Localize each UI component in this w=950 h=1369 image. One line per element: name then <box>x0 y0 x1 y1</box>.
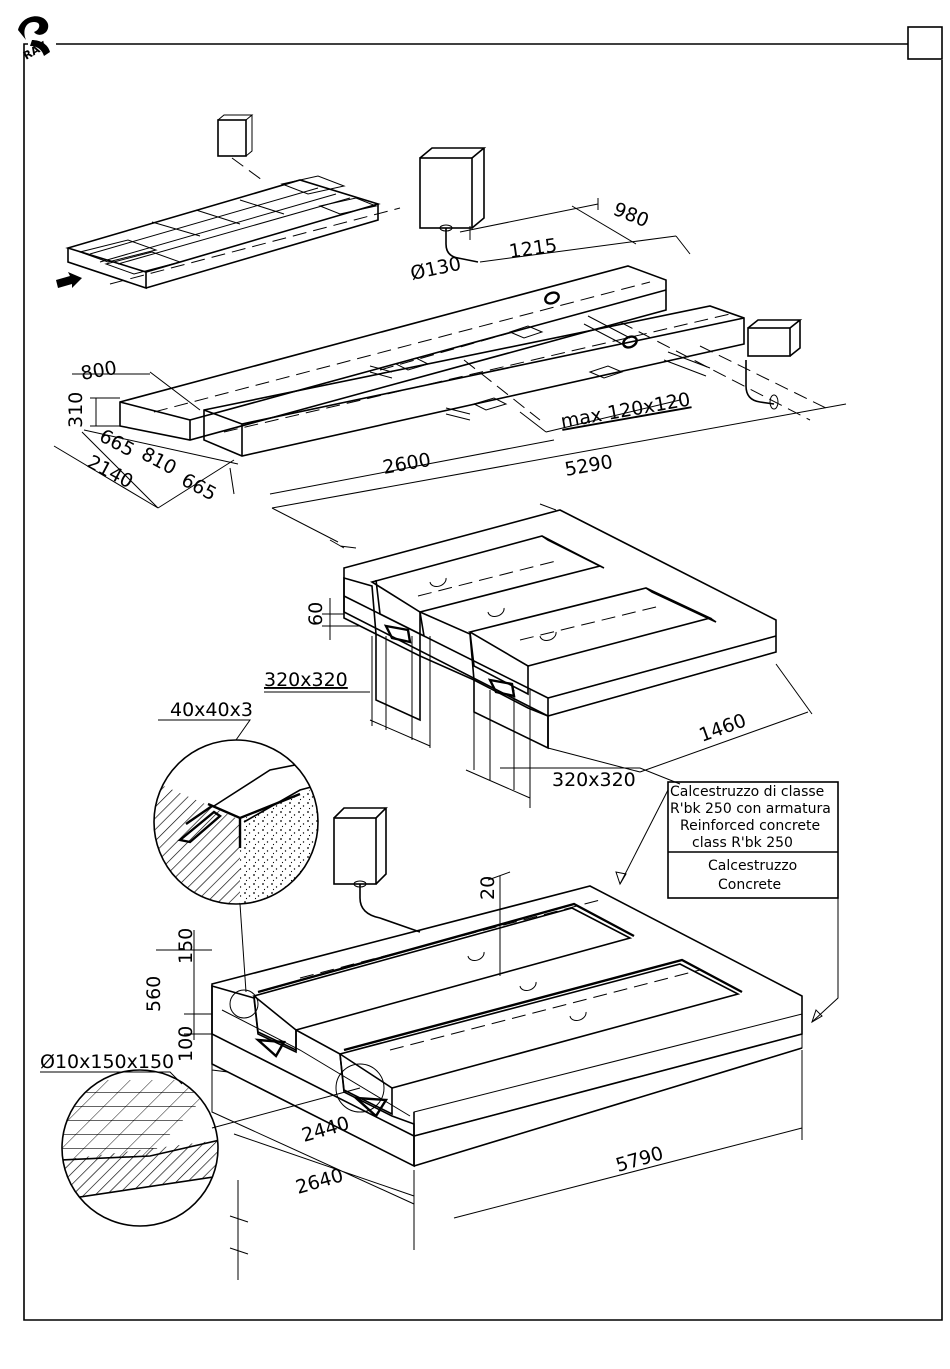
dim-310: 310 <box>65 392 87 428</box>
dim-2440: 2440 <box>299 1112 352 1146</box>
pipe-opening-1 <box>544 291 561 306</box>
lift-thumbnail <box>56 115 400 288</box>
dim-980: 980 <box>610 198 652 232</box>
trench-right <box>204 306 744 456</box>
trench-block-view: 60 320x320 320x320 1460 <box>264 504 812 808</box>
brand-logo: RAV <box>18 16 50 62</box>
dim-560: 560 <box>143 976 165 1012</box>
dim-40x40x3: 40x40x3 <box>170 699 253 721</box>
dim-1460: 1460 <box>696 709 749 746</box>
block-channel-2 <box>470 588 710 666</box>
svg-text:RAV: RAV <box>21 39 49 63</box>
foundation-channel-2 <box>340 964 738 1088</box>
material-legend: Calcestruzzo di classe R'bk 250 con arma… <box>616 782 838 1022</box>
direction-arrow-icon <box>56 272 82 288</box>
dim-800: 800 <box>79 357 119 385</box>
control-box-right <box>746 320 800 409</box>
foundation-channel-1 <box>254 908 630 1030</box>
dim-320x320-a: 320x320 <box>264 669 348 691</box>
dim-150: 150 <box>175 928 197 964</box>
legend-reinforced-en-2: class R'bk 250 <box>692 835 793 851</box>
dim-5790: 5790 <box>613 1142 666 1176</box>
dim-diameter-130: Ø130 <box>408 253 463 285</box>
dim-665-b: 665 <box>178 469 220 505</box>
block-channel-1 <box>372 536 600 612</box>
dim-100: 100 <box>175 1026 197 1062</box>
dim-mesh-diameter: Ø10x150x150 <box>40 1051 174 1073</box>
dim-1215: 1215 <box>508 234 559 263</box>
legend-concrete-en: Concrete <box>718 877 781 893</box>
control-box-top <box>420 148 484 262</box>
dim-2600: 2600 <box>381 449 432 479</box>
dim-2640: 2640 <box>293 1164 346 1198</box>
legend-reinforced-it-1: Calcestruzzo di classe <box>670 784 824 800</box>
legend-reinforced-en-1: Reinforced concrete <box>680 818 820 834</box>
dim-20: 20 <box>477 876 499 900</box>
legend-concrete-it: Calcestruzzo <box>708 858 797 874</box>
dim-810: 810 <box>138 443 180 479</box>
dim-320x320-b: 320x320 <box>552 769 636 791</box>
dim-max-120x120: max 120x120 <box>559 388 692 432</box>
legend-reinforced-it-2: R'bk 250 con armatura <box>670 801 831 817</box>
dim-5290: 5290 <box>563 451 614 481</box>
control-box-bottom <box>334 808 420 932</box>
dim-60: 60 <box>305 602 327 626</box>
trench-plan-view: 980 1215 Ø130 800 310 665 810 2140 665 2… <box>54 148 846 508</box>
